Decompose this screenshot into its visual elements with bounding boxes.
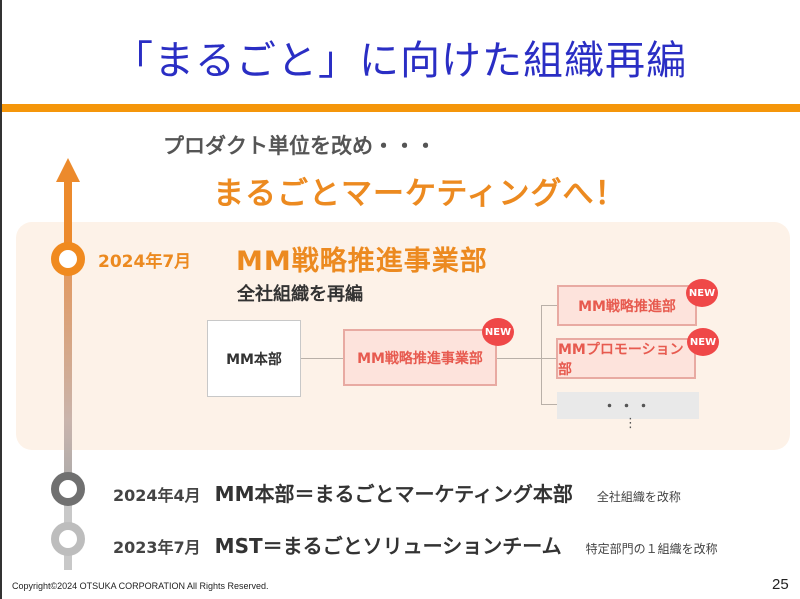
subtitle-lead: プロダクト単位を改め・・・	[163, 134, 436, 158]
title-underline-bar	[2, 104, 800, 112]
timeline-node-2023-07-icon	[51, 522, 85, 556]
current-note: 全社組織を再編	[237, 284, 363, 305]
org-box-child-more: ・・・	[557, 392, 699, 419]
connector-children-vertical	[541, 305, 542, 405]
slide-left-border	[0, 0, 2, 599]
entry-note: 全社組織を改称	[596, 490, 681, 504]
page-number: 25	[772, 576, 789, 593]
new-badge: NEW	[482, 318, 514, 346]
entry-heading: MST＝まるごとソリューションチーム	[214, 534, 562, 558]
org-box-child-more-label: ・・・	[602, 398, 654, 415]
new-badge: NEW	[687, 328, 719, 356]
timeline-line-middle	[64, 260, 72, 490]
entry-date: 2023年7月	[113, 538, 201, 557]
entry-note: 特定部門の１組織を改称	[585, 542, 718, 556]
org-box-child-2-label: MMプロモーション部	[558, 341, 684, 378]
subtitle-main: まるごとマーケティングへ！	[213, 176, 627, 212]
slide-title: 「まるごと」に向けた組織再編	[113, 38, 687, 84]
org-box-middle: MM戦略推進事業部	[343, 329, 497, 386]
timeline-node-2024-07-icon	[51, 242, 85, 276]
connector-root-middle	[301, 358, 343, 359]
connector-child-3	[541, 404, 557, 405]
org-box-child-2: MMプロモーション部	[556, 338, 696, 379]
timeline-node-2024-04-icon	[51, 472, 85, 506]
timeline-line-upper	[64, 180, 72, 260]
org-box-middle-label: MM戦略推進事業部	[357, 350, 483, 367]
new-badge: NEW	[686, 279, 718, 307]
org-box-root-label: MM本部	[226, 351, 282, 368]
current-date: 2024年7月	[98, 252, 192, 272]
org-box-child-1: MM戦略推進部	[557, 285, 697, 326]
entry-date: 2024年4月	[113, 486, 201, 505]
timeline-entry-2024-04: 2024年4月 MM本部＝まるごとマーケティング本部 全社組織を改称	[113, 478, 681, 507]
connector-middle-children	[497, 358, 557, 359]
org-box-child-1-label: MM戦略推進部	[578, 298, 676, 315]
current-heading: MM戦略推進事業部	[236, 246, 488, 277]
connector-child-1	[541, 305, 557, 306]
org-box-root: MM本部	[207, 320, 301, 397]
copyright-text: Copyright©2024 OTSUKA CORPORATION All Ri…	[12, 581, 269, 591]
timeline-entry-2023-07: 2023年7月 MST＝まるごとソリューションチーム 特定部門の１組織を改称	[113, 530, 718, 559]
entry-heading: MM本部＝まるごとマーケティング本部	[214, 482, 573, 506]
timeline-arrow-up-icon	[56, 158, 80, 182]
vertical-ellipsis-icon: ⋮	[624, 416, 637, 431]
